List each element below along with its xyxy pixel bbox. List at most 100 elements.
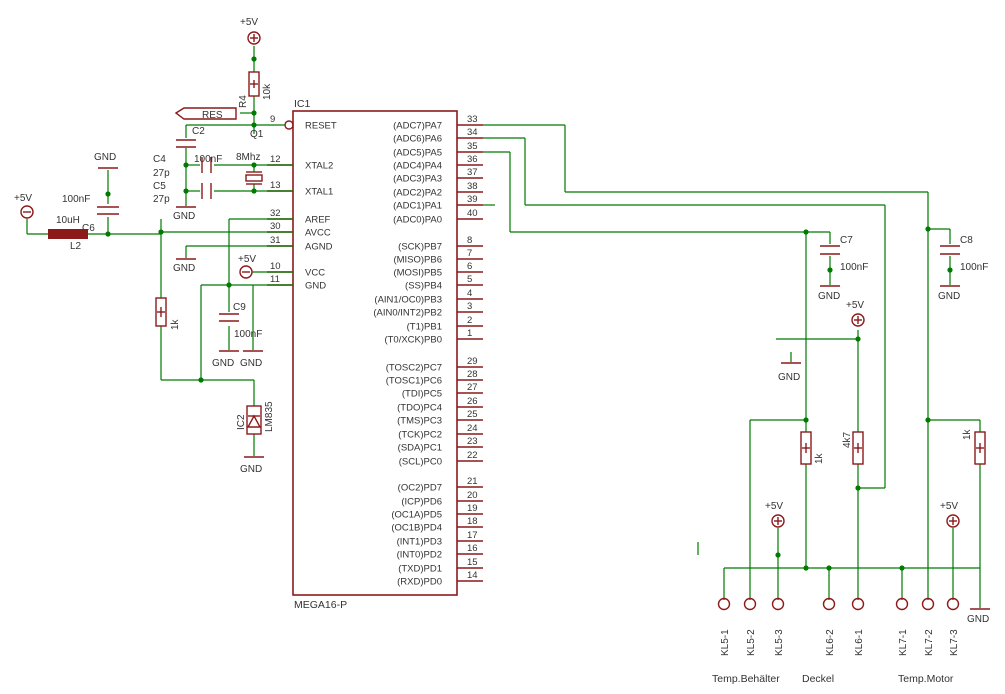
gnd-symbol-kl7: GND xyxy=(967,608,990,625)
gnd-label-mid: GND xyxy=(778,372,800,383)
capacitor-c2: C2 xyxy=(176,126,205,148)
ic1-right-pin-label: (SDA)PC1 xyxy=(398,443,442,454)
c4-name: C4 xyxy=(153,154,166,165)
ic1-right-pin-number: 19 xyxy=(467,503,478,514)
ic1-right-pin-number: 28 xyxy=(467,369,478,380)
ic1-left-pin-label: XTAL1 xyxy=(305,187,333,198)
r16-value: 1k xyxy=(962,428,973,440)
ic1-right-pin-number: 21 xyxy=(467,476,478,487)
ic1-left-pin-label: AGND xyxy=(305,242,333,253)
c3-value-mark: 100nF xyxy=(194,154,222,165)
ic1-left-pins: RESET9XTAL212XTAL113AREF32AVCC30AGND31VC… xyxy=(267,114,337,292)
ic1-pin-icppd6: (ICP)PD6 20 xyxy=(401,490,483,508)
ic1-right-pin-number: 27 xyxy=(467,382,478,393)
ic1-right-pin-label: (TDI)PC5 xyxy=(402,389,442,400)
ic1-pin-tdipc5: (TDI)PC5 27 xyxy=(402,382,483,400)
ic1-right-pin-label: (ADC0)PA0 xyxy=(393,215,442,226)
ic1-right-pin-number: 4 xyxy=(467,288,472,299)
caption-temp-behaelter: Temp.Behälter xyxy=(712,673,780,685)
gnd-label-c7: GND xyxy=(818,291,840,302)
vcc-label-top: +5V xyxy=(240,17,258,28)
c5-name: C5 xyxy=(153,181,166,192)
ic1-left-pin-label: XTAL2 xyxy=(305,161,333,172)
ic1-right-pin-number: 14 xyxy=(467,570,478,581)
ic1-right-pin-number: 15 xyxy=(467,557,478,568)
ic1-right-pins: (ADC7)PA733(ADC6)PA634(ADC5)PA535(ADC4)P… xyxy=(373,114,483,588)
r4-name: R4 xyxy=(238,95,249,108)
terminal-label: KL7-3 xyxy=(949,629,960,656)
ic1-right-pin-label: (TOSC1)PC6 xyxy=(386,376,442,387)
ic1-left-pin-number: 11 xyxy=(270,274,280,285)
ic1-right-pin-number: 39 xyxy=(467,194,478,205)
terminal-kl7-2: KL7-2 xyxy=(921,597,935,656)
ic1-right-pin-label: (TOSC2)PC7 xyxy=(386,363,442,374)
ic2-lm835: IC2 LM835 xyxy=(236,401,275,435)
ic1-right-pin-label: (SS)PB4 xyxy=(405,281,442,292)
ic1-right-pin-number: 8 xyxy=(467,235,472,246)
c7-value: 100nF xyxy=(840,262,868,273)
l2-name: L2 xyxy=(70,241,82,252)
ic1-right-pin-number: 37 xyxy=(467,167,478,178)
gnd-symbol-c6: GND xyxy=(94,152,118,169)
ic1-right-pin-label: (MISO)PB6 xyxy=(393,255,442,266)
ic1-right-pin-label: (SCL)PC0 xyxy=(399,457,442,468)
reset-inversion-bubble xyxy=(284,120,294,130)
gnd-label-agnd: GND xyxy=(173,263,195,274)
ic1-right-pin-label: (INT0)PD2 xyxy=(397,550,442,561)
gnd-label-c6: GND xyxy=(94,152,116,163)
ic1-right-pin-label: (AIN0/INT2)PB2 xyxy=(373,308,442,319)
ic1-part: MEGA16-P xyxy=(294,599,347,611)
vcc-symbol-kl5: +5V xyxy=(765,501,785,528)
c7-name: C7 xyxy=(840,235,853,246)
ic1-right-pin-number: 20 xyxy=(467,490,478,501)
ic1-left-pin-number: 32 xyxy=(270,208,281,219)
ic1-right-pin-number: 17 xyxy=(467,530,478,541)
ic1-right-pin-number: 36 xyxy=(467,154,478,165)
ic1-right-pin-label: (OC1B)PD4 xyxy=(391,523,442,534)
capacitor-c6: 100nF C6 xyxy=(62,194,119,234)
ic1-right-pin-label: (ADC3)PA3 xyxy=(393,174,442,185)
c8-name: C8 xyxy=(960,235,973,246)
ic1-right-pin-number: 22 xyxy=(467,450,478,461)
ic1-pin-txdpd1: (TXD)PD1 15 xyxy=(398,557,483,575)
capacitor-c5: C5 27p xyxy=(153,181,212,205)
reset-label-flag: RES xyxy=(174,107,237,121)
gnd-label-c9: GND xyxy=(212,358,234,369)
ic2-name: IC2 xyxy=(236,414,247,430)
ic1-right-pin-label: (RXD)PD0 xyxy=(397,577,442,588)
resistor-r15: 4k7 xyxy=(842,431,864,465)
ic1-right-pin-label: (TXD)PD1 xyxy=(398,564,442,575)
gnd-label-crystal: GND xyxy=(173,211,195,222)
r14-value: 1k xyxy=(814,452,825,464)
q1-mark: Q1 xyxy=(250,129,264,140)
c9-value: 100nF xyxy=(234,329,262,340)
resistor-r11: 1k xyxy=(155,297,181,330)
gnd-symbol-mid: GND xyxy=(778,362,801,383)
ic1-left-pin-label: AREF xyxy=(305,215,331,226)
gnd-symbol-crystal: GND xyxy=(173,206,196,222)
vcc-symbol-top: +5V xyxy=(240,17,261,45)
resistor-r14: 1k xyxy=(800,431,825,465)
resistor-r16: 1k xyxy=(962,428,986,465)
terminal-label: KL6-2 xyxy=(825,629,836,656)
ic1-right-pin-label: (ICP)PD6 xyxy=(401,497,442,508)
inductor-l2: 10uH L2 xyxy=(48,215,88,252)
ic1-body xyxy=(292,110,458,596)
ic1-right-pin-number: 16 xyxy=(467,543,478,554)
